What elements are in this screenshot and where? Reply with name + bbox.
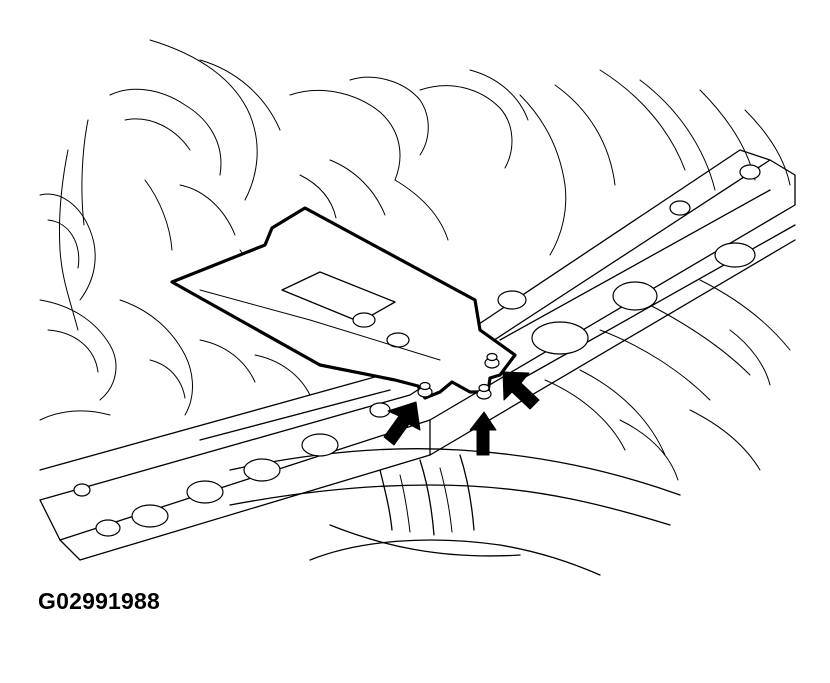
arrow-right-icon (502, 371, 540, 410)
arrow-center-icon (469, 411, 497, 456)
heat-shield-cover (170, 206, 517, 400)
figure-code: G02991988 (38, 588, 161, 614)
background-components (39, 39, 791, 481)
arrow-left-icon (383, 401, 421, 446)
crossmember-frame (39, 149, 796, 561)
bolt-right (484, 352, 500, 369)
exhaust-pipe (229, 448, 681, 576)
bolt-left (417, 381, 433, 398)
bolt-center (476, 383, 492, 400)
